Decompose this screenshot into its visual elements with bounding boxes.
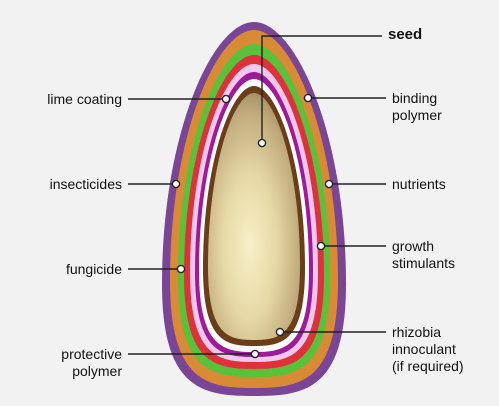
lime-coating-dot bbox=[222, 95, 229, 102]
label-rhizobia-line2: innoculant bbox=[392, 341, 464, 358]
label-rhizobia-line1: rhizobia bbox=[392, 324, 464, 341]
seed-dot bbox=[258, 139, 265, 146]
rhizobia-dot bbox=[276, 328, 283, 335]
insecticides-dot bbox=[172, 180, 179, 187]
label-lime-coating: lime coating bbox=[47, 91, 122, 108]
label-nutrients: nutrients bbox=[392, 176, 446, 193]
binding-polymer-dot bbox=[304, 94, 311, 101]
label-fungicide: fungicide bbox=[66, 261, 122, 278]
label-binding-polymer: binding polymer bbox=[392, 90, 442, 124]
label-growth-stimulants-line2: stimulants bbox=[392, 255, 455, 272]
label-protective-polymer-line2: polymer bbox=[61, 363, 122, 380]
label-protective-polymer: protective polymer bbox=[61, 346, 122, 380]
label-insecticides: insecticides bbox=[50, 176, 122, 193]
label-binding-polymer-line1: binding bbox=[392, 90, 442, 107]
protective-polymer-dot bbox=[251, 350, 258, 357]
label-growth-stimulants: growth stimulants bbox=[392, 238, 455, 272]
label-rhizobia-line3: (if required) bbox=[392, 358, 464, 375]
label-seed: seed bbox=[388, 26, 422, 43]
label-growth-stimulants-line1: growth bbox=[392, 238, 455, 255]
fungicide-dot bbox=[177, 265, 184, 272]
label-protective-polymer-line1: protective bbox=[61, 346, 122, 363]
label-rhizobia-innoculant: rhizobia innoculant (if required) bbox=[392, 324, 464, 375]
growth-stimulants-dot bbox=[317, 242, 324, 249]
nutrients-dot bbox=[325, 180, 332, 187]
label-binding-polymer-line2: polymer bbox=[392, 107, 442, 124]
